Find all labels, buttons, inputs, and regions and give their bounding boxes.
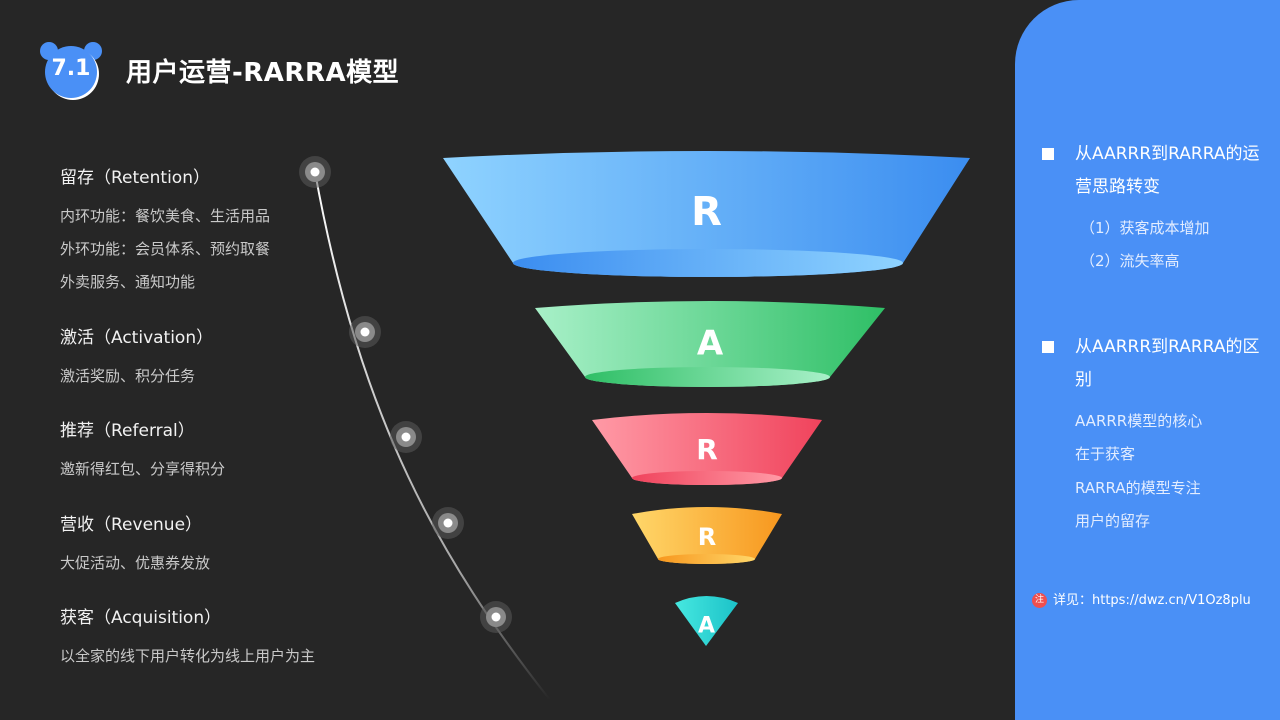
funnel-letter: R xyxy=(698,523,716,551)
info-panel: 从AARRR到RARRA的运营思路转变 （1）获客成本增加 （2）流失率高 从A… xyxy=(1015,0,1280,720)
funnel-diagram: R A R R A xyxy=(299,151,970,701)
item-referral: 推荐（Referral） 邀新得红包、分享得积分 xyxy=(60,416,225,486)
funnel-segment-base xyxy=(658,554,755,564)
item-line: 激活奖励、积分任务 xyxy=(60,367,196,385)
item-activation: 激活（Activation） 激活奖励、积分任务 xyxy=(60,323,213,393)
funnel-letter: A xyxy=(697,324,724,364)
item-acquisition: 获客（Acquisition） 以全家的线下用户转化为线上用户为主 xyxy=(60,603,315,673)
funnel-letter: R xyxy=(691,189,722,235)
funnel-letter: A xyxy=(698,613,715,638)
funnel-segment xyxy=(592,413,822,485)
funnel-segment xyxy=(632,507,782,564)
panel-line: AARRR模型的核心 xyxy=(1075,412,1203,430)
item-title: 营收（Revenue） xyxy=(60,515,203,535)
item-title: 获客（Acquisition） xyxy=(60,608,222,628)
note-icon: 注 xyxy=(1032,593,1047,608)
panel-line: （1）获客成本增加 xyxy=(1080,219,1210,237)
item-retention: 留存（Retention） 内环功能：餐饮美食、生活用品 外环功能：会员体系、预… xyxy=(60,163,270,299)
item-line: 外环功能：会员体系、预约取餐 xyxy=(60,240,271,258)
funnel-segment-base xyxy=(513,249,903,277)
node-dot xyxy=(491,612,501,622)
node-dot xyxy=(310,167,320,177)
funnel-segment-base xyxy=(632,471,782,485)
badge-text: 7.1 xyxy=(51,56,91,81)
timeline-curve xyxy=(314,171,551,701)
item-line: 外卖服务、通知功能 xyxy=(60,273,196,291)
panel-line: （2）流失率高 xyxy=(1080,252,1180,270)
item-line: 以全家的线下用户转化为线上用户为主 xyxy=(60,647,316,665)
square-bullet-icon xyxy=(1042,148,1054,160)
panel-heading-1: 从AARRR到RARRA的运营思路转变 xyxy=(1042,138,1265,204)
page-title: 用户运营-RARRA模型 xyxy=(126,58,400,88)
panel-line: 用户的留存 xyxy=(1075,512,1151,530)
item-line: 内环功能：餐饮美食、生活用品 xyxy=(60,207,271,225)
item-title: 激活（Activation） xyxy=(60,328,214,348)
bear-badge-icon xyxy=(40,42,102,100)
funnel-segment xyxy=(443,151,970,277)
item-title: 留存（Retention） xyxy=(60,168,210,188)
node-dot xyxy=(360,327,370,337)
funnel-letter: R xyxy=(696,433,718,466)
panel-heading-2: 从AARRR到RARRA的区别 xyxy=(1042,331,1265,397)
square-bullet-icon xyxy=(1042,341,1054,353)
item-line: 邀新得红包、分享得积分 xyxy=(60,460,226,478)
reference-link[interactable]: 详见：https://dwz.cn/V1Oz8plu xyxy=(1053,593,1251,608)
item-title: 推荐（Referral） xyxy=(60,421,195,441)
item-revenue: 营收（Revenue） 大促活动、优惠券发放 xyxy=(60,510,210,580)
funnel-segment-base xyxy=(585,367,830,387)
panel-line: RARRA的模型专注 xyxy=(1075,479,1201,497)
reference-note: 注详见：https://dwz.cn/V1Oz8plu xyxy=(1032,589,1251,608)
item-line: 大促活动、优惠券发放 xyxy=(60,554,211,572)
panel-line: 在于获客 xyxy=(1075,445,1136,463)
funnel-segment xyxy=(535,301,885,387)
funnel-segment xyxy=(675,596,738,646)
node-dot xyxy=(401,432,411,442)
node-dot xyxy=(443,518,453,528)
